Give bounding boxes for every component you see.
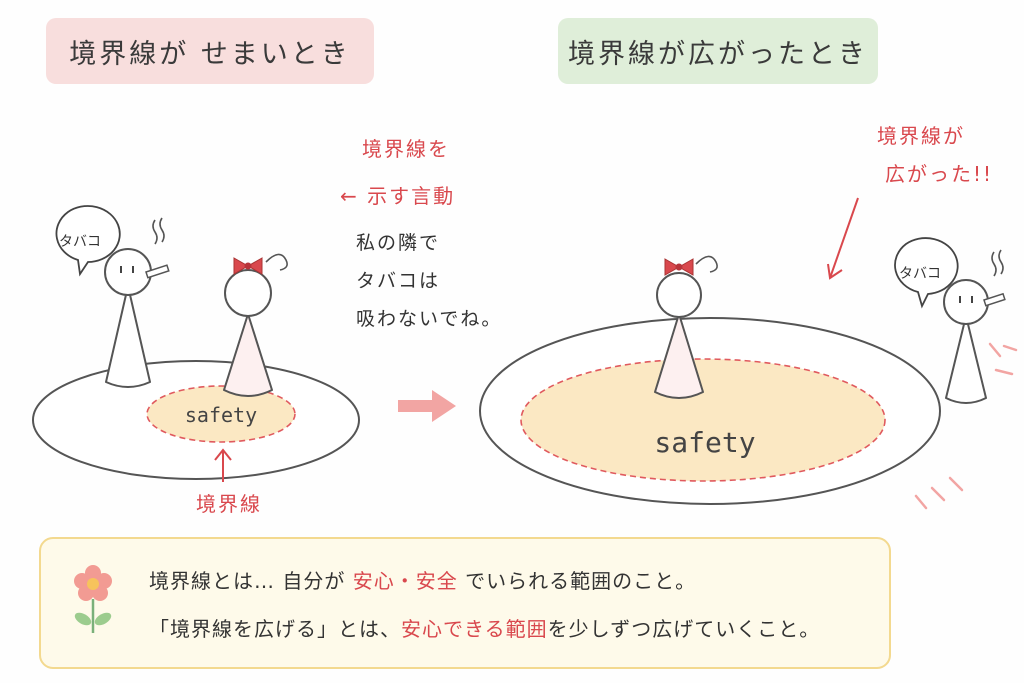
definition-text: 境界線とは… 自分が [149, 569, 353, 593]
safety-label-right: safety [654, 426, 755, 459]
definition-text: でいられる範囲のこと。 [457, 569, 697, 593]
safety-label-left: safety [185, 403, 257, 427]
definition-line-2: 「境界線を広げる」とは、安心できる範囲を少しずつ広げていくこと。 [149, 613, 820, 642]
definition-box: 境界線とは… 自分が 安心・安全 でいられる範囲のこと。 「境界線を広げる」とは… [39, 537, 891, 669]
definition-text: 「境界線を広げる」とは、 [149, 617, 401, 641]
note-boundary-line1: 境界線を [362, 137, 450, 161]
definition-line-1: 境界線とは… 自分が 安心・安全 でいられる範囲のこと。 [149, 565, 696, 594]
definition-highlight: 安心できる範囲 [401, 617, 548, 641]
emphasis-marks [914, 342, 1018, 510]
girl-figure-left [223, 253, 288, 397]
definition-text: を少しずつ広げていくこと。 [547, 617, 821, 641]
definition-highlight: 安心・安全 [352, 569, 458, 593]
speech-bubble-right-text: タバコ [899, 266, 941, 282]
speech-line: 私の隣で [356, 232, 441, 254]
speech-bubble-right [894, 237, 959, 309]
speech-line: 吸わないでね。 [356, 308, 503, 330]
note-boundary-line2: ← 示す言動 [340, 184, 456, 208]
exclaim-line1: 境界線が [877, 124, 965, 148]
boundary-arrow-left [214, 448, 232, 482]
speech-bubble-left-text: タバコ [59, 234, 101, 250]
smoker-figure-left [104, 217, 170, 388]
boundary-speech: 私の隣で タバコは 吸わないでね。 [356, 224, 502, 338]
safety-zone-right [520, 358, 886, 482]
speech-bubble-left [55, 205, 121, 277]
boundary-arrow-right [827, 197, 859, 280]
girl-figure-right [654, 255, 718, 399]
boundary-label-left: 境界線 [196, 492, 262, 516]
speech-line: タバコは [356, 270, 441, 292]
transition-arrow [398, 390, 456, 422]
title-narrow-boundary: 境界線が せまいとき [46, 18, 374, 84]
flower-icon [74, 565, 112, 633]
smoker-figure-right [943, 249, 1006, 404]
exclaim-line2: 広がった!! [885, 162, 994, 186]
title-wide-boundary: 境界線が広がったとき [558, 18, 878, 84]
safety-zone-left [146, 385, 296, 443]
